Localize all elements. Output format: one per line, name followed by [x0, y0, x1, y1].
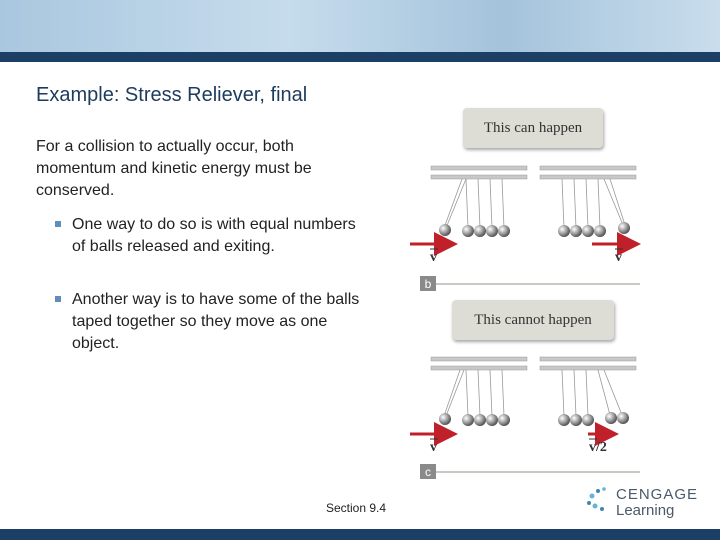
vector-label-c-right: v/2 [589, 440, 607, 455]
caption-cannot-happen: This cannot happen [452, 300, 614, 340]
cradle-diagram [410, 165, 641, 473]
bullet-marker [55, 296, 61, 302]
cradle-b-right [539, 165, 641, 256]
slide-title: Example: Stress Reliever, final [36, 84, 308, 106]
cradle-c-left [410, 356, 528, 446]
bullet-item-1: One way to do so is with equal numbers o… [55, 214, 362, 258]
panel-tag-b: b [420, 276, 436, 291]
cengage-logo: CENGAGE Learning [584, 484, 697, 519]
vector-label-b-left: v [430, 250, 437, 265]
cradle-b-left [410, 165, 528, 256]
bullet-text: One way to do so is with equal numbers o… [72, 216, 356, 255]
caption-can-happen: This can happen [463, 108, 603, 148]
logo-text-cengage: CENGAGE [616, 486, 699, 503]
logo-text-learning: Learning [616, 502, 675, 519]
header-banner [0, 0, 720, 52]
header-stripe [0, 52, 720, 62]
body-paragraph: For a collision to actually occur, both … [36, 138, 312, 199]
bullet-text: Another way is to have some of the balls… [72, 291, 360, 352]
bullet-marker [55, 221, 61, 227]
vector-label-b-right: v [615, 250, 622, 265]
vector-label-c-left: v [430, 440, 437, 455]
panel-tag-c: c [420, 464, 436, 479]
cengage-dots-icon [587, 487, 606, 511]
cradle-c-right [539, 356, 637, 446]
section-label: Section 9.4 [326, 501, 387, 515]
footer-bar [0, 529, 720, 540]
bullet-item-2: Another way is to have some of the balls… [55, 289, 362, 355]
